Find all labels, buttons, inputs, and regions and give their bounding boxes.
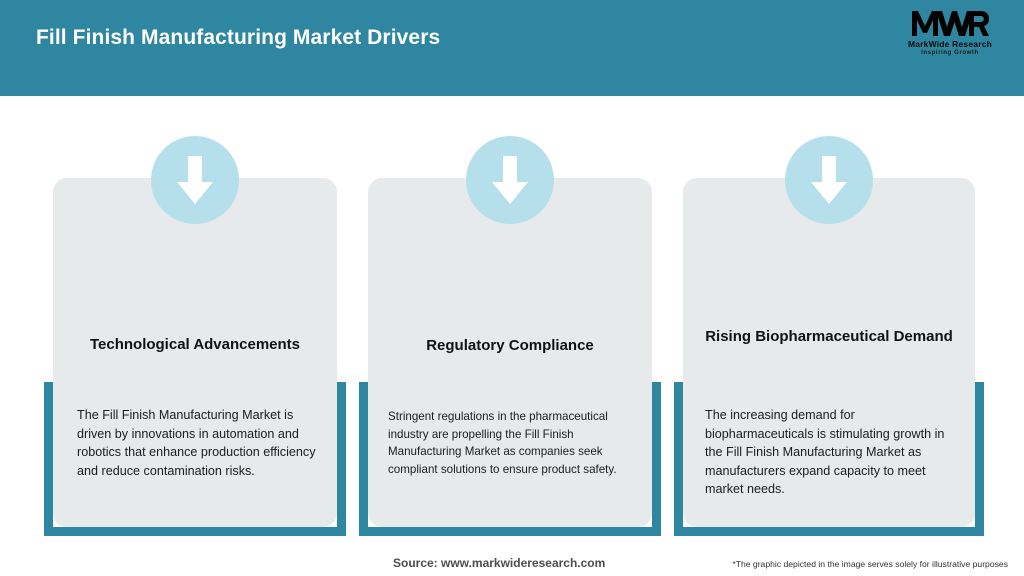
card-frame-accent-3 — [674, 382, 984, 536]
card-frame-accent-1 — [44, 382, 346, 536]
down-arrow-glyph — [177, 156, 213, 204]
down-arrow-glyph — [811, 156, 847, 204]
header-banner: Fill Finish Manufacturing Market Drivers… — [0, 0, 1024, 96]
down-arrow-glyph — [492, 156, 528, 204]
disclaimer-note: *The graphic depicted in the image serve… — [732, 559, 1008, 569]
card-title-2: Regulatory Compliance — [426, 337, 594, 354]
driver-card-3[interactable]: Rising Biopharmaceutical Demand The incr… — [674, 96, 984, 536]
card-surface-3: Rising Biopharmaceutical Demand The incr… — [683, 178, 975, 527]
logo-company-name: MarkWide Research — [907, 39, 993, 49]
card-title-1: Technological Advancements — [89, 336, 301, 353]
card-body-1: The Fill Finish Manufacturing Market is … — [77, 408, 316, 478]
page-title: Fill Finish Manufacturing Market Drivers — [36, 26, 441, 49]
card-frame-accent-2 — [359, 382, 661, 536]
down-arrow-icon-2 — [466, 136, 554, 224]
logo-tagline: Inspiring Growth — [921, 50, 979, 56]
driver-card-1[interactable]: Technological Advancements The Fill Fini… — [44, 96, 346, 536]
card-title-3: Rising Biopharmaceutical Demand — [705, 328, 953, 345]
driver-card-2[interactable]: Regulatory Compliance Stringent regulati… — [359, 96, 661, 536]
source-label: Source: www.markwideresearch.com — [393, 556, 606, 570]
mwr-monogram-icon — [912, 11, 989, 36]
card-surface-1: Technological Advancements The Fill Fini… — [53, 178, 337, 527]
drivers-card-row: Technological Advancements The Fill Fini… — [0, 96, 1024, 536]
down-arrow-icon-3 — [785, 136, 873, 224]
down-arrow-icon-1 — [151, 136, 239, 224]
markwide-research-logo: MarkWide Research Inspiring Growth — [892, 8, 1008, 66]
card-surface-2: Regulatory Compliance Stringent regulati… — [368, 178, 652, 527]
card-body-3: The increasing demand for biopharmaceuti… — [705, 408, 945, 496]
card-body-2: Stringent regulations in the pharmaceuti… — [388, 410, 617, 476]
